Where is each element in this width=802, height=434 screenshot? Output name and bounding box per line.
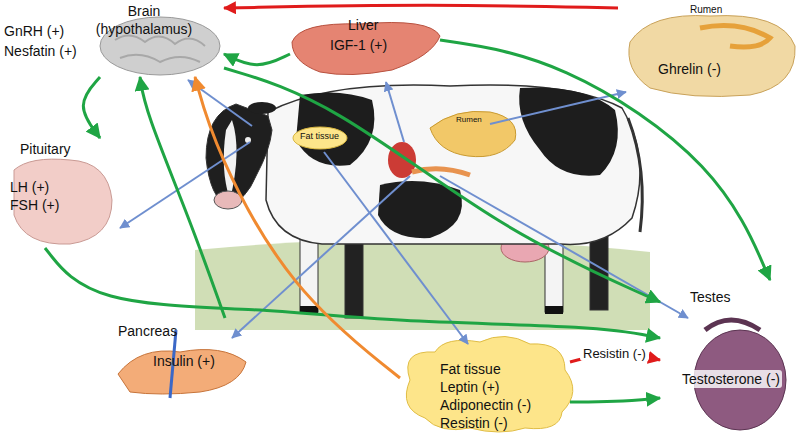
pancreas-box: PancreasInsulin (+) <box>115 318 245 398</box>
organ-name: Pituitary <box>20 140 71 158</box>
epididymis <box>705 320 760 330</box>
hormone-arrow <box>224 5 618 8</box>
hormone-arrow <box>440 40 770 280</box>
hormone-label: Nesfatin (+) <box>4 42 77 60</box>
cow-tail <box>628 118 642 232</box>
hormone-arrow <box>195 77 400 378</box>
pointer-line <box>120 142 250 228</box>
hormone-label: Ghrelin (-) <box>658 60 721 78</box>
hormone-arrow <box>224 68 660 302</box>
cow-eye <box>245 137 251 143</box>
hormone-label: Leptin (+) <box>440 378 500 396</box>
hormone-label: Adiponectin (-) <box>440 396 531 414</box>
hormone-label: Resistin (-) <box>440 414 508 432</box>
rumen-fold <box>700 26 770 47</box>
fat-tissue-icon <box>293 127 347 149</box>
organ-name: Pancreas <box>118 322 177 340</box>
hormone-label: GnRH (+) <box>4 22 64 40</box>
brain-box: Brain (hypothalamus) GnRH (+) Nesfatin (+) <box>2 2 224 77</box>
hormone-arrow <box>224 54 290 65</box>
pancreas-image <box>118 350 246 394</box>
organ-name: Liver <box>348 16 378 34</box>
rumen-icon <box>430 111 516 156</box>
hormone-arrow <box>140 77 225 318</box>
organ-name: Fat tissue <box>440 360 501 378</box>
cow-muzzle <box>214 191 242 209</box>
hormone-label: Testosterone (-) <box>680 370 782 388</box>
testes-box: TestesTestosterone (-) <box>660 280 800 430</box>
hormone-label: IGF-1 (+) <box>330 36 387 54</box>
cow-patch <box>519 87 618 175</box>
liver-box: LiverIGF-1 (+) <box>290 14 440 76</box>
organ-name: Rumen <box>690 4 722 16</box>
organ-tag: Rumen <box>456 116 482 125</box>
rumen-box: RumenGhrelin (-) <box>618 0 800 100</box>
organ-name: Testes <box>690 288 730 306</box>
brain-gyri <box>115 35 205 46</box>
organ-name: Brain (hypothalamus) <box>85 2 203 38</box>
pointer-line <box>386 82 404 142</box>
heart-icon <box>388 142 416 178</box>
pointer-line <box>490 92 626 124</box>
edge-label: Resistin (-) <box>580 346 649 361</box>
hormone-label: Insulin (+) <box>153 352 215 370</box>
connector-group <box>45 5 770 402</box>
cow-hoof <box>545 306 563 314</box>
pituitary-box: Pituitary LH (+)FSH (+) <box>5 138 115 248</box>
cow-ear <box>248 102 276 114</box>
fat-tissue-image <box>406 336 573 432</box>
brain-gyri <box>120 55 200 62</box>
hormone-arrow <box>570 398 660 402</box>
rumen-image <box>629 16 795 97</box>
cow-blaze <box>224 120 237 200</box>
hormone-label: FSH (+) <box>10 196 59 214</box>
cow-body <box>266 85 640 245</box>
hormone-label: LH (+) <box>10 178 49 196</box>
hormone-arrow <box>83 77 100 138</box>
organ-tag: Fat tissue <box>300 132 339 142</box>
fat-tissue-box: Fat tissueLeptin (+)Adiponectin (-)Resis… <box>400 338 570 434</box>
